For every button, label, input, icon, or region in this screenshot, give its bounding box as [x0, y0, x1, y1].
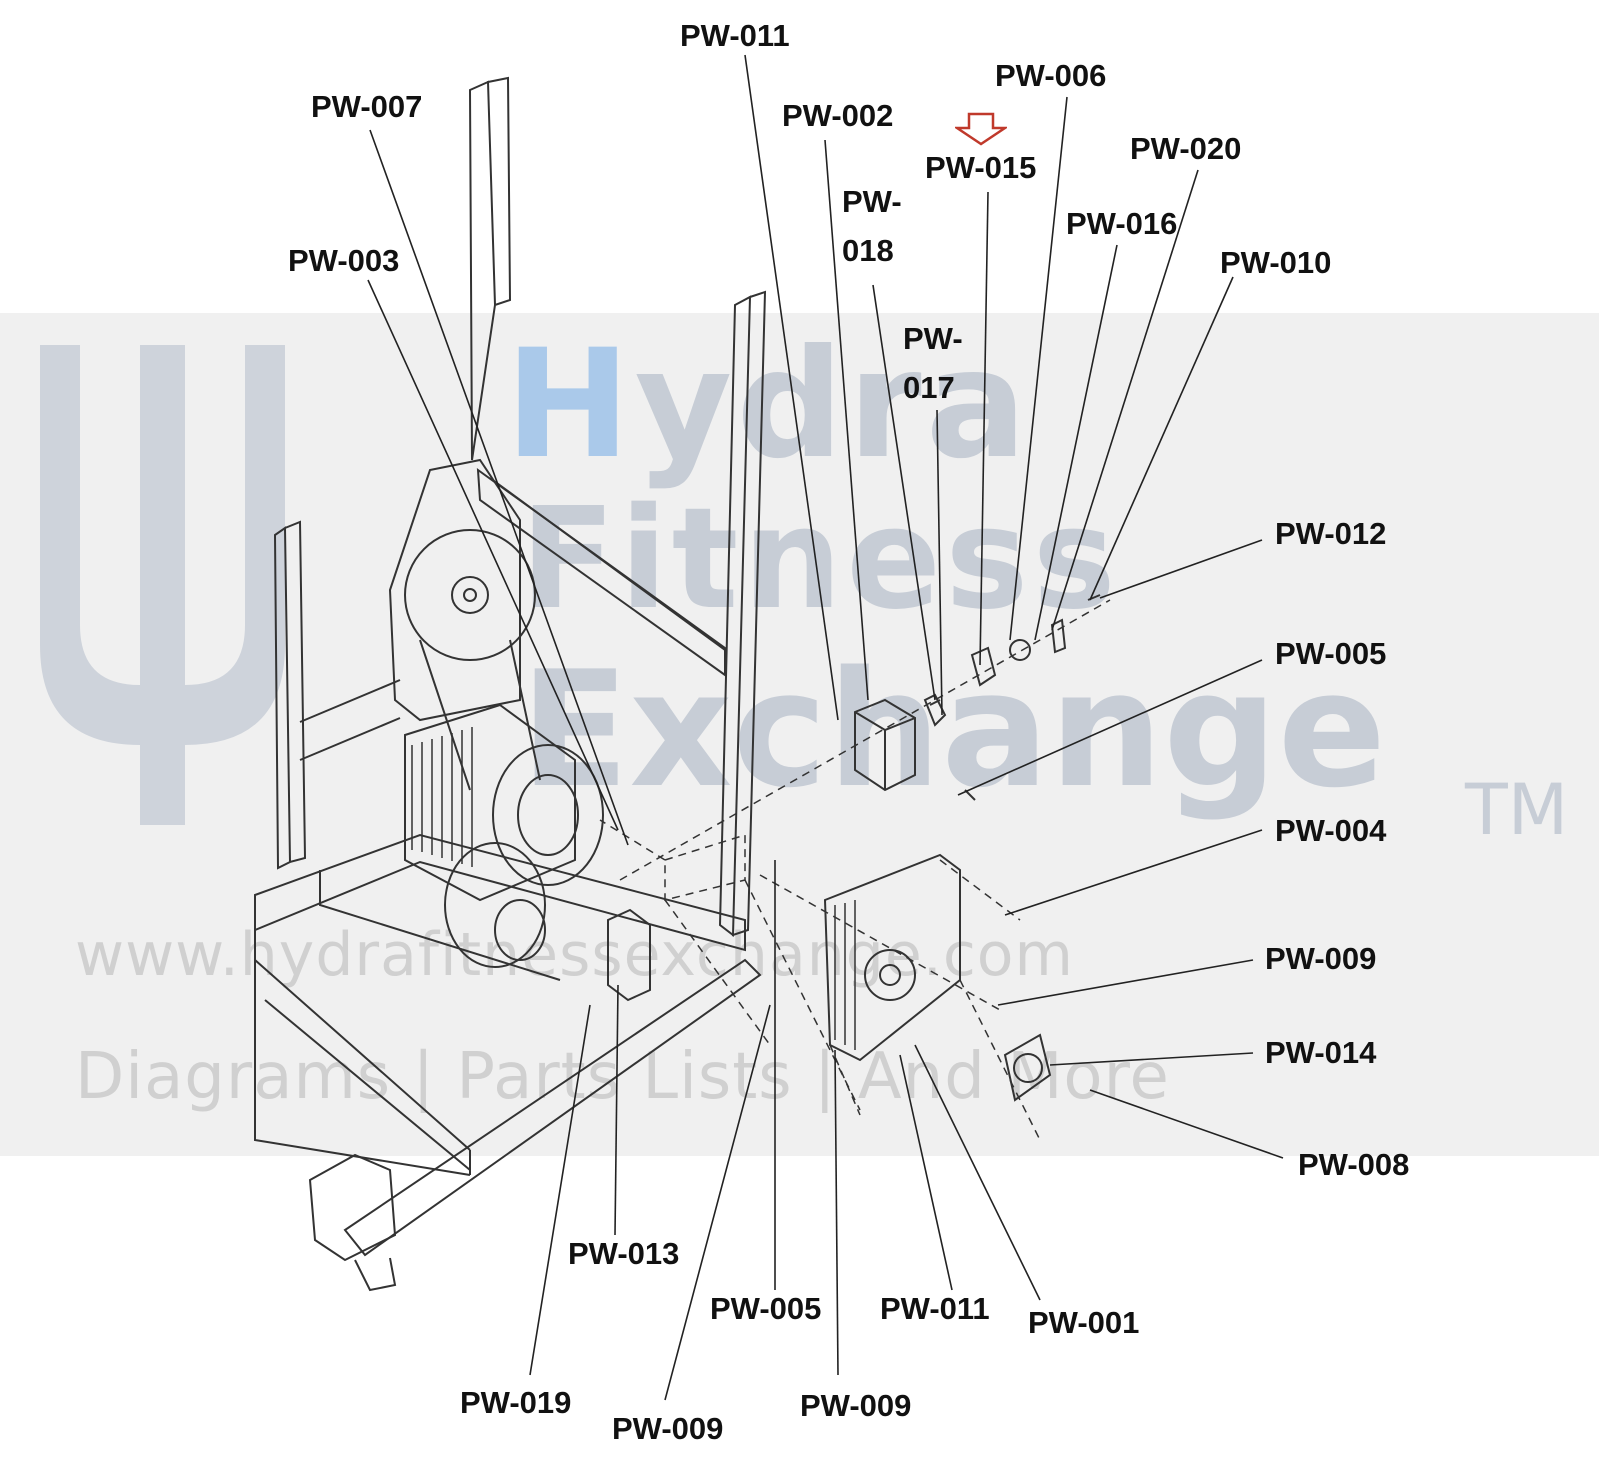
callout-pw-004: PW-004	[1275, 813, 1387, 848]
small-part-5	[923, 693, 947, 727]
callout-pw-010: PW-010	[1220, 245, 1332, 280]
callout-pw-016: PW-016	[1066, 206, 1178, 241]
right-post	[718, 290, 767, 937]
control-fan	[864, 949, 916, 1001]
small-part-2	[1009, 639, 1031, 661]
top-crossbar	[476, 467, 726, 677]
watermark-tagline: Diagrams | Parts Lists | And More	[75, 1040, 1170, 1114]
callout-pw-011-top: PW-011	[680, 18, 790, 53]
capacitor	[607, 908, 651, 1002]
highlight-arrow-icon	[955, 112, 1007, 146]
watermark-logo-icon	[40, 345, 285, 825]
watermark-brand-line3: Exchange	[520, 636, 1387, 823]
mid-rail	[299, 679, 401, 761]
pulley-housing	[388, 458, 521, 722]
front-rail	[343, 958, 762, 1257]
callout-pw-018-line2: 018	[842, 233, 894, 268]
callout-pw-008: PW-008	[1298, 1147, 1410, 1182]
callout-pw-006: PW-006	[995, 58, 1107, 93]
watermark-trademark: TM	[1465, 769, 1569, 851]
watermark-brand-line1: Hydra	[505, 318, 1031, 492]
callout-pw-018-line1: PW-	[842, 184, 902, 219]
left-post	[273, 520, 307, 870]
callout-pw-020: PW-020	[1130, 131, 1242, 166]
callout-pw-013: PW-013	[568, 1236, 680, 1271]
callout-pw-019: PW-019	[460, 1385, 572, 1420]
callout-pw-005-right: PW-005	[1275, 636, 1387, 671]
screw-a	[929, 699, 976, 801]
junction-box	[854, 698, 916, 792]
callout-pw-001: PW-001	[1028, 1305, 1140, 1340]
callout-pw-003: PW-003	[288, 243, 400, 278]
flywheel	[444, 842, 546, 968]
belt	[419, 639, 541, 791]
callout-pw-011-bottom: PW-011	[880, 1291, 990, 1326]
highlight-arrow-shape	[955, 112, 1007, 146]
callout-pw-009-bottom-left: PW-009	[612, 1411, 724, 1446]
watermark-url: www.hydrafitnessexchange.com	[75, 920, 1074, 990]
callout-pw-017-line2: 017	[903, 370, 955, 405]
back-post	[468, 76, 512, 461]
callout-pw-009-bottom-mid: PW-009	[800, 1388, 912, 1423]
callout-pw-007: PW-007	[311, 89, 423, 124]
small-part-1	[970, 646, 997, 687]
motor-face	[492, 744, 604, 886]
motor-body	[404, 703, 576, 902]
watermark-brand-line2: Fitness	[520, 478, 1120, 641]
callout-pw-015: PW-015	[925, 150, 1037, 185]
callout-pw-017-line1: PW-	[903, 321, 963, 356]
callout-pw-002: PW-002	[782, 98, 894, 133]
callout-pw-005-bottom: PW-005	[710, 1291, 822, 1326]
fan-unit	[1003, 1033, 1052, 1102]
pulley	[404, 529, 536, 661]
callout-pw-009-right: PW-009	[1265, 941, 1377, 976]
callout-pw-014: PW-014	[1265, 1035, 1377, 1070]
small-part-3	[1050, 618, 1067, 654]
foot	[308, 1153, 397, 1262]
callout-pw-012: PW-012	[1275, 516, 1387, 551]
